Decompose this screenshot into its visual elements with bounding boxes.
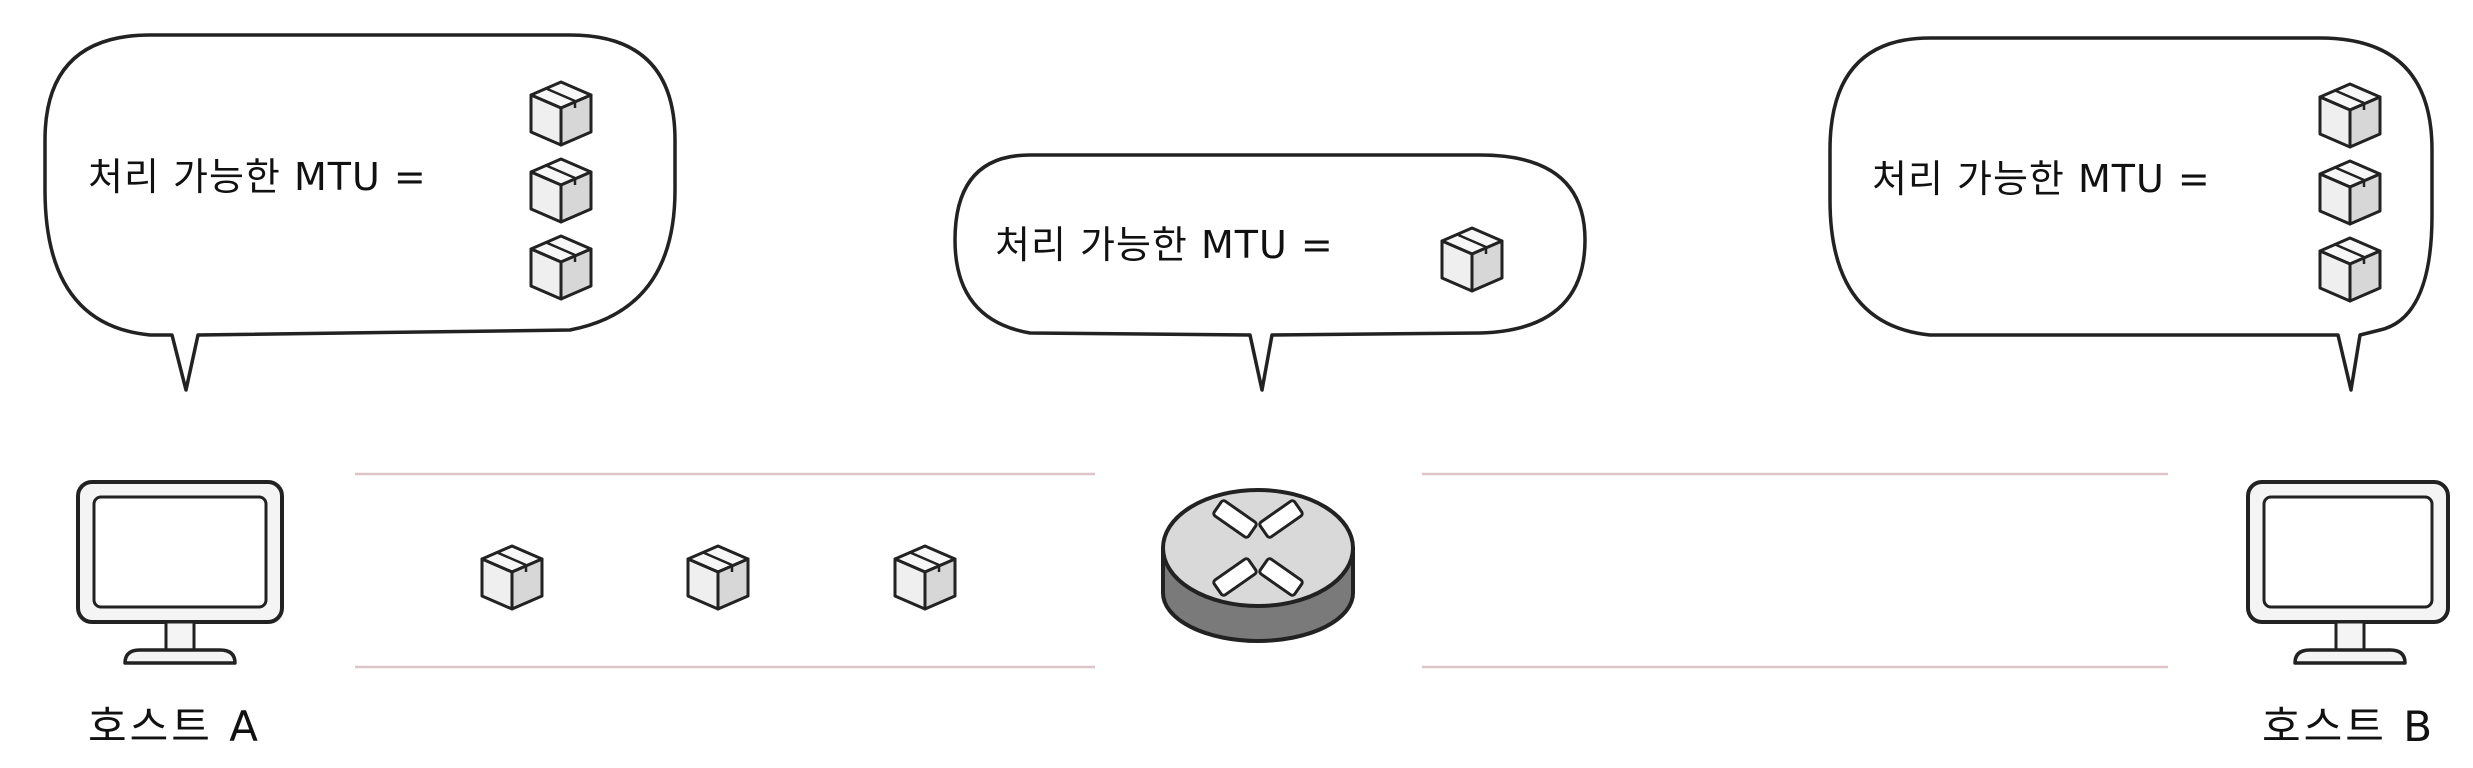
packet-box-icon bbox=[686, 544, 750, 611]
host-a-label: 호스트 A bbox=[88, 702, 262, 751]
packet-stack-host-a bbox=[529, 80, 593, 301]
packet-box-icon bbox=[529, 157, 593, 224]
packet-box-icon bbox=[2318, 236, 2382, 303]
host-b-label: 호스트 B bbox=[2262, 702, 2436, 751]
packets-in-transit bbox=[480, 544, 957, 611]
packet-box-icon bbox=[1440, 226, 1504, 293]
packet-box-icon bbox=[2318, 82, 2382, 149]
packet-box-icon bbox=[529, 234, 593, 301]
packet-stack-router bbox=[1440, 226, 1504, 293]
speech-bubble-router bbox=[953, 153, 1587, 392]
mtu-label-host-b: 처리 가능한 MTU = bbox=[1872, 157, 2211, 201]
speech-bubble-host-a bbox=[43, 33, 677, 392]
host-a-monitor-icon bbox=[76, 480, 284, 665]
packet-box-icon bbox=[893, 544, 957, 611]
packet-box-icon bbox=[480, 544, 544, 611]
mtu-label-host-a: 처리 가능한 MTU = bbox=[88, 155, 427, 199]
packet-box-icon bbox=[529, 80, 593, 147]
router-icon bbox=[1161, 488, 1355, 643]
host-b-monitor-icon bbox=[2246, 480, 2450, 665]
mtu-label-router: 처리 가능한 MTU = bbox=[995, 223, 1334, 267]
speech-bubble-host-b bbox=[1828, 36, 2434, 392]
packet-box-icon bbox=[2318, 159, 2382, 226]
packet-stack-host-b bbox=[2318, 82, 2382, 303]
